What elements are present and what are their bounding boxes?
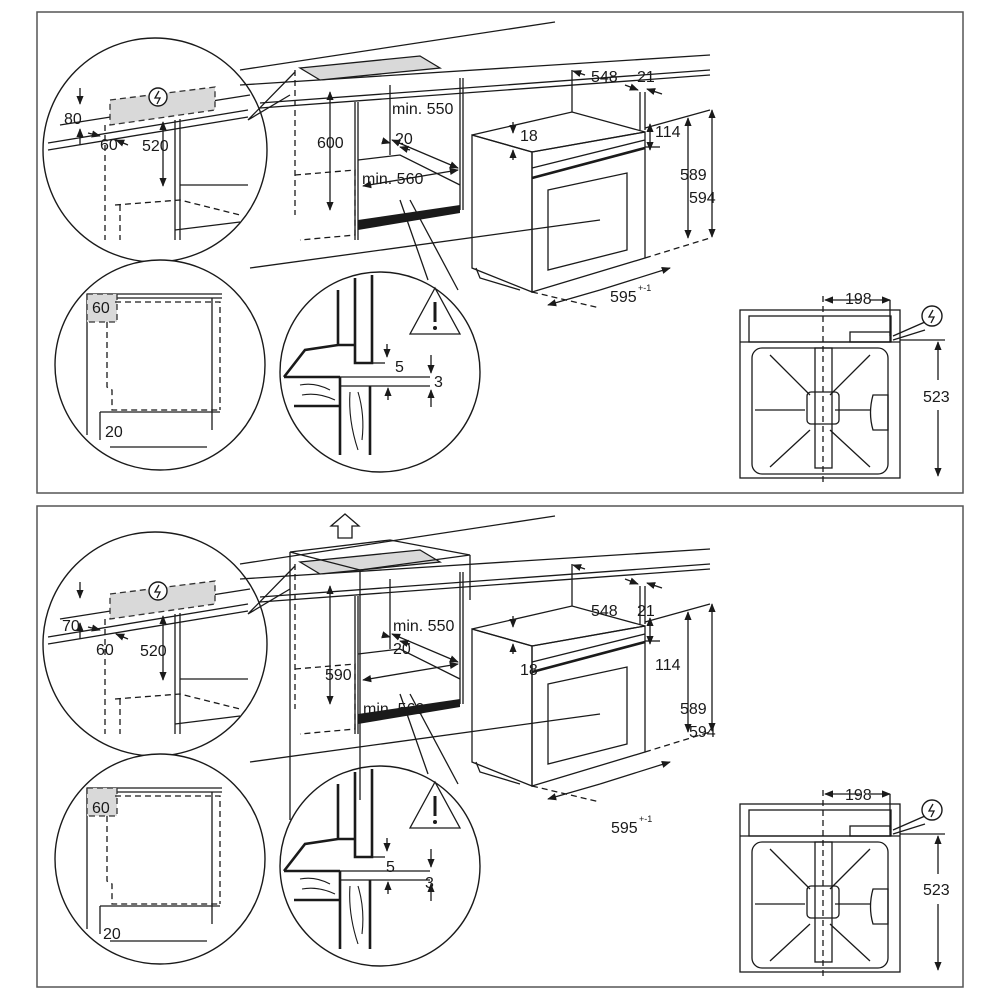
dim-socket-offset-side: 60 <box>96 642 114 659</box>
dim-socket-clearance-top: 80 <box>64 111 82 128</box>
dim-back-socket-offset: 198 <box>845 787 872 804</box>
dim-cabinet-depth-min: min. 550 <box>393 618 454 635</box>
dim-oven-front: 21 <box>637 603 655 620</box>
dim-oven-height-inner: 589 <box>680 701 707 718</box>
dim-cabinet-height: 600 <box>317 135 344 152</box>
ventilation-arrow-icon <box>329 513 361 539</box>
dim-oven-width: 595 <box>611 820 638 837</box>
dim-cabinet-width-min: min. 560 <box>362 171 423 188</box>
dim-oven-height: 594 <box>689 724 716 741</box>
dim-back-socket-height: 523 <box>923 389 950 406</box>
dim-back-socket-offset: 198 <box>845 291 872 308</box>
dim-gap-upper: 5 <box>386 859 395 876</box>
dim-socket-height: 520 <box>142 138 169 155</box>
dim-cabinet-height: 590 <box>325 667 352 684</box>
dim-side-bottom-clearance: 20 <box>105 424 123 441</box>
dim-oven-panel-height: 114 <box>655 657 681 674</box>
dim-oven-depth: 548 <box>591 603 618 620</box>
dim-gap-upper: 5 <box>395 359 404 376</box>
dim-cabinet-gap: 20 <box>395 131 413 148</box>
tall-cabinet-top <box>289 513 471 820</box>
dim-side-bottom-clearance: 20 <box>103 926 121 943</box>
dim-socket-height: 520 <box>140 643 167 660</box>
dim-oven-depth: 548 <box>591 69 618 86</box>
dim-oven-height: 594 <box>689 190 716 207</box>
dim-oven-front: 21 <box>637 69 655 86</box>
dim-gap-lower: 3 <box>425 875 434 892</box>
dim-back-socket-height: 523 <box>923 882 950 899</box>
dim-cabinet-gap: 20 <box>393 641 411 658</box>
labels-under-counter: 80 60 520 600 min. 550 20 min. 560 60 20… <box>64 69 950 441</box>
dim-oven-width-tolerance: +-1 <box>638 283 651 293</box>
dim-cabinet-width-min: min. 560 <box>363 701 424 718</box>
dim-socket-offset-side: 60 <box>100 137 118 154</box>
dim-socket-clearance-top: 70 <box>62 618 80 635</box>
labels-tall-cabinet: 70 60 520 590 min. 550 20 min. 560 60 20… <box>62 603 950 943</box>
dim-oven-panel-height: 114 <box>655 124 681 141</box>
dim-oven-width: 595 <box>610 289 637 306</box>
dim-oven-width-tolerance: +-1 <box>639 814 652 824</box>
dim-oven-top-offset: 18 <box>520 128 538 145</box>
dim-oven-height-inner: 589 <box>680 167 707 184</box>
dim-cabinet-depth-min: min. 550 <box>392 101 453 118</box>
dim-side-top-clearance: 60 <box>92 300 110 317</box>
dim-side-top-clearance: 60 <box>92 800 110 817</box>
dim-gap-lower: 3 <box>434 374 443 391</box>
dim-oven-top-offset: 18 <box>520 662 538 679</box>
